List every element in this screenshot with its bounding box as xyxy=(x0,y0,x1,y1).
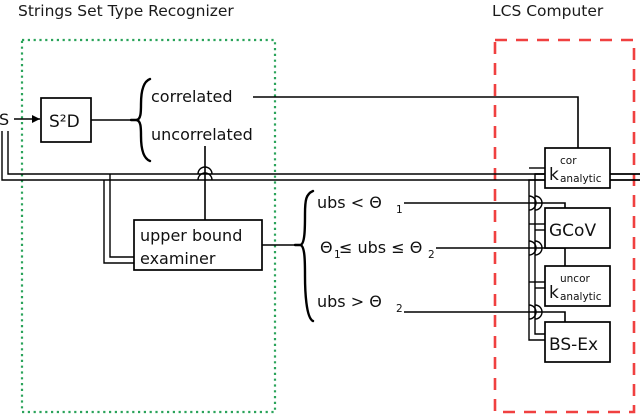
k-analytic-uncor-superscript: uncor xyxy=(560,273,591,285)
return-bus-hop-3-outer xyxy=(528,304,537,320)
return-bus-hop-2-inner xyxy=(534,240,543,256)
wire-correlated-to-kcor xyxy=(253,96,579,148)
upper-bound-examiner-label-line1: upper bound xyxy=(140,226,242,245)
gcov-block[interactable] xyxy=(544,207,611,249)
recognizer-title: Strings Set Type Recognizer xyxy=(18,2,234,20)
s2d-label: S²D xyxy=(49,112,80,132)
return-bus-outer xyxy=(528,179,640,341)
k-analytic-uncor-block[interactable] xyxy=(544,265,611,307)
branch-label-uncorrelated: uncorrelated xyxy=(151,125,253,144)
condition-label-2-theta1-subscript: 1 xyxy=(334,249,341,261)
input-label-s: S xyxy=(0,110,9,129)
bs-ex-label: BS-Ex xyxy=(549,335,598,355)
branch-label-correlated: correlated xyxy=(151,87,232,106)
feedback-bus-inner xyxy=(7,131,640,175)
k-analytic-uncor-subscript: analytic xyxy=(560,291,602,303)
k-analytic-cor-subscript: analytic xyxy=(560,173,602,185)
s2d-block[interactable] xyxy=(40,97,92,143)
return-bus-hop-1-outer xyxy=(528,195,537,211)
brace-conditions xyxy=(293,189,315,323)
bus-tap-outer xyxy=(103,180,134,264)
bs-ex-block[interactable] xyxy=(544,321,611,363)
lcs-computer-title: LCS Computer xyxy=(492,2,604,20)
k-analytic-cor-block[interactable] xyxy=(544,147,611,189)
lcs-computer-group-boundary xyxy=(493,38,636,414)
condition-label-1-subscript: 1 xyxy=(396,204,403,216)
k-analytic-uncor-base: k xyxy=(549,283,559,303)
return-bus-hop-2-outer xyxy=(528,240,537,256)
wire-condition3-run xyxy=(497,311,566,322)
bus-tap-inner xyxy=(109,174,134,258)
condition-label-3: ubs > Θ xyxy=(317,292,382,311)
condition-label-2-theta2-subscript: 2 xyxy=(428,249,435,261)
upper-bound-examiner-label-line2: examiner xyxy=(140,249,216,268)
return-bus-inner xyxy=(534,173,640,335)
upper-bound-examiner-block[interactable] xyxy=(133,219,263,271)
k-analytic-cor-base: k xyxy=(549,165,559,185)
brace-correlation xyxy=(129,77,152,163)
gcov-label: GCoV xyxy=(549,221,596,241)
condition-label-2-rest: ≤ ubs ≤ Θ xyxy=(339,238,422,257)
wire-condition2-run xyxy=(497,247,566,268)
k-analytic-cor-superscript: cor xyxy=(560,155,577,167)
return-bus-hop-3-inner xyxy=(534,304,543,320)
condition-label-2-theta1: Θ xyxy=(320,238,333,257)
condition-label-3-subscript: 2 xyxy=(396,303,403,315)
return-bus-hop-1-inner xyxy=(534,195,543,211)
input-arrowhead xyxy=(32,115,40,123)
feedback-bus-outer xyxy=(1,131,640,181)
condition-label-1: ubs < Θ xyxy=(317,193,382,212)
